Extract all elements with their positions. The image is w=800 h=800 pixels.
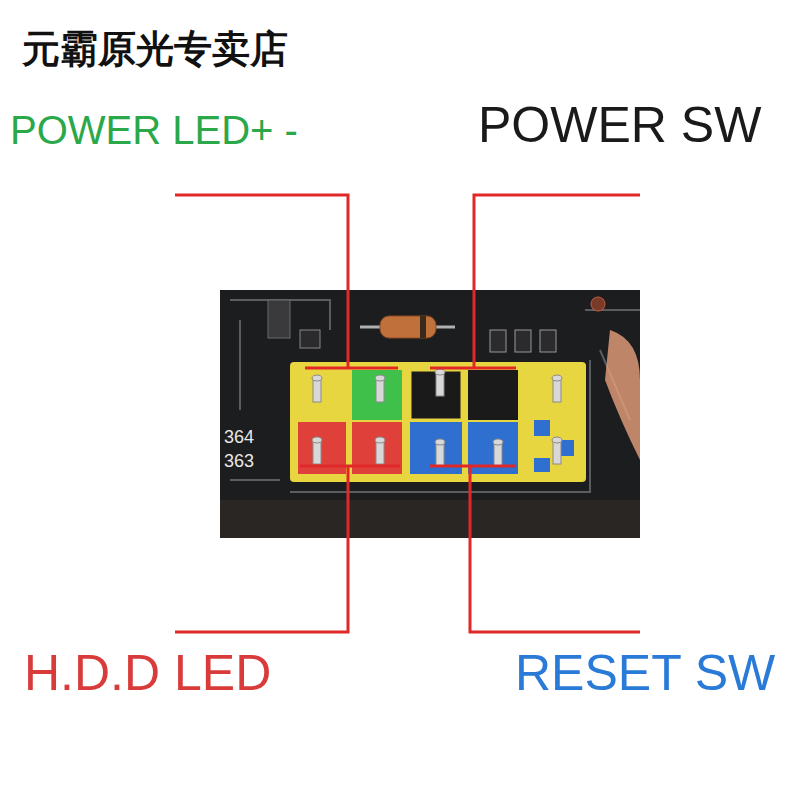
silkscreen-number: 363	[224, 452, 254, 470]
header-outline	[290, 362, 586, 482]
pcb-photo	[220, 290, 640, 538]
pin-group-label: POWER SW	[478, 100, 761, 150]
silkscreen-number: 364	[224, 428, 254, 446]
via	[591, 297, 605, 311]
pin-group-label: H.D.D LED	[24, 648, 271, 698]
diode-band	[420, 316, 426, 338]
pin-area	[534, 420, 550, 436]
pin-area	[468, 370, 518, 420]
pin-group-label: RESET SW	[515, 648, 775, 698]
header-pins	[312, 369, 562, 466]
leader-line	[175, 195, 640, 632]
smd-part	[268, 300, 290, 338]
smd-pad	[540, 330, 556, 352]
pin-group-label: POWER LED+ -	[10, 110, 298, 150]
pin-area	[534, 458, 550, 472]
sticker	[605, 330, 640, 460]
pin-area	[352, 370, 402, 420]
pin-area	[526, 370, 578, 474]
pin-area	[410, 370, 462, 420]
smd-pad	[515, 330, 531, 352]
diode-symbol	[380, 316, 436, 338]
shop-watermark: 元霸原光专卖店	[22, 30, 288, 68]
pcb-traces	[230, 300, 640, 492]
smd-pad	[300, 330, 320, 348]
pin-area	[298, 370, 346, 420]
smd-pad	[490, 330, 506, 352]
pcb-edge	[220, 500, 640, 538]
